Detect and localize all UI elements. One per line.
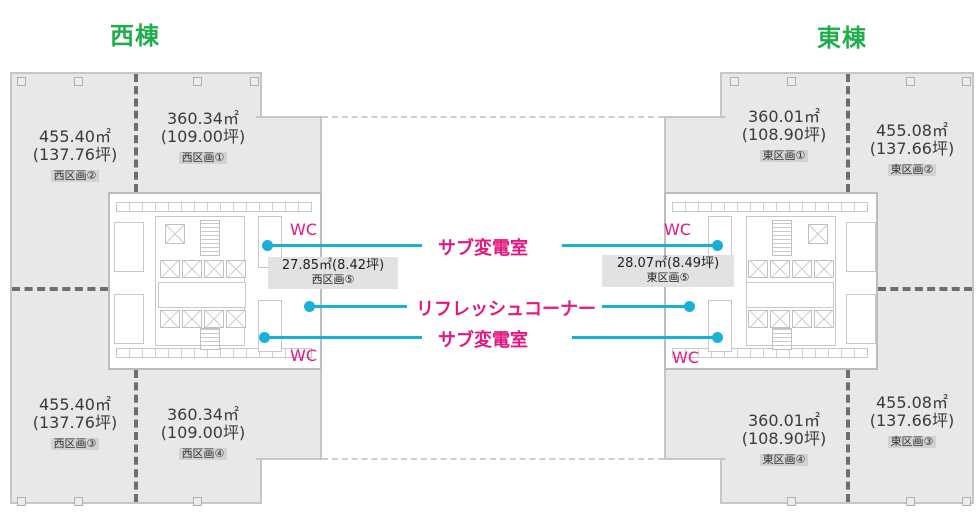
east-core xyxy=(664,192,878,370)
east-divider-bottom xyxy=(846,370,850,502)
label-substation-bottom: サブ変電室 xyxy=(432,326,534,352)
west-wc-top: WC xyxy=(290,220,317,239)
west-section-4[interactable]: 360.34㎡ (109.00坪) 西区画④ xyxy=(160,405,246,461)
leader-substation-top-east xyxy=(562,244,716,247)
east-ext-top xyxy=(664,116,726,196)
west-stairs-top xyxy=(200,220,220,256)
east-stairs-bottom xyxy=(772,328,792,350)
west-ext-top xyxy=(256,116,322,196)
marker-refresh-west xyxy=(304,301,315,312)
leader-refresh-west xyxy=(309,305,407,308)
east-building-title: 東棟 xyxy=(817,24,867,52)
leader-substation-top-west xyxy=(267,244,422,247)
east-wc-bottom: WC xyxy=(672,348,699,367)
label-substation-top: サブ変電室 xyxy=(432,234,534,260)
bridge-bottom-edge xyxy=(322,458,664,460)
label-refresh-corner: リフレッシュコーナー xyxy=(410,295,602,321)
leader-refresh-east xyxy=(594,305,688,308)
east-section-1[interactable]: 360.01㎡ (108.90坪) 東区画① xyxy=(741,107,827,163)
west-ext-bottom xyxy=(256,360,322,460)
marker-substation-bottom-west xyxy=(259,332,270,343)
east-section-4[interactable]: 360.01㎡ (108.90坪) 東区画④ xyxy=(741,411,827,467)
marker-substation-bottom-east xyxy=(712,332,723,343)
leader-substation-bottom-east xyxy=(572,336,716,339)
east-section-3[interactable]: 455.08㎡ (137.66坪) 東区画③ xyxy=(869,393,955,449)
marker-substation-top-west xyxy=(262,240,273,251)
west-section-3[interactable]: 455.40㎡ (137.76坪) 西区画③ xyxy=(32,395,118,451)
west-wc-bottom: WC xyxy=(290,346,317,365)
east-divider-top xyxy=(846,74,850,192)
west-building-title: 西棟 xyxy=(110,22,160,50)
leader-substation-bottom-west xyxy=(264,336,422,339)
bridge-top-edge xyxy=(322,116,664,118)
east-divider-right xyxy=(878,287,972,291)
east-stairs-top xyxy=(772,220,792,256)
west-section-5[interactable]: 27.85㎡(8.42坪) 西区画⑤ xyxy=(268,257,398,289)
east-ext-bottom xyxy=(664,360,726,460)
east-wc-top: WC xyxy=(664,220,691,239)
west-section-1[interactable]: 360.34㎡ (109.00坪) 西区画① xyxy=(160,109,246,165)
east-section-2[interactable]: 455.08㎡ (137.66坪) 東区画② xyxy=(869,121,955,177)
west-stairs-bottom xyxy=(200,328,220,350)
east-section-5[interactable]: 28.07㎡(8.49坪) 東区画⑤ xyxy=(602,255,734,287)
marker-refresh-east xyxy=(684,301,695,312)
west-section-2[interactable]: 455.40㎡ (137.76坪) 西区画② xyxy=(32,127,118,183)
marker-substation-top-east xyxy=(712,240,723,251)
west-divider-left xyxy=(12,287,108,291)
west-divider-top xyxy=(134,74,138,192)
west-core xyxy=(108,192,322,370)
west-divider-bottom xyxy=(134,370,138,502)
